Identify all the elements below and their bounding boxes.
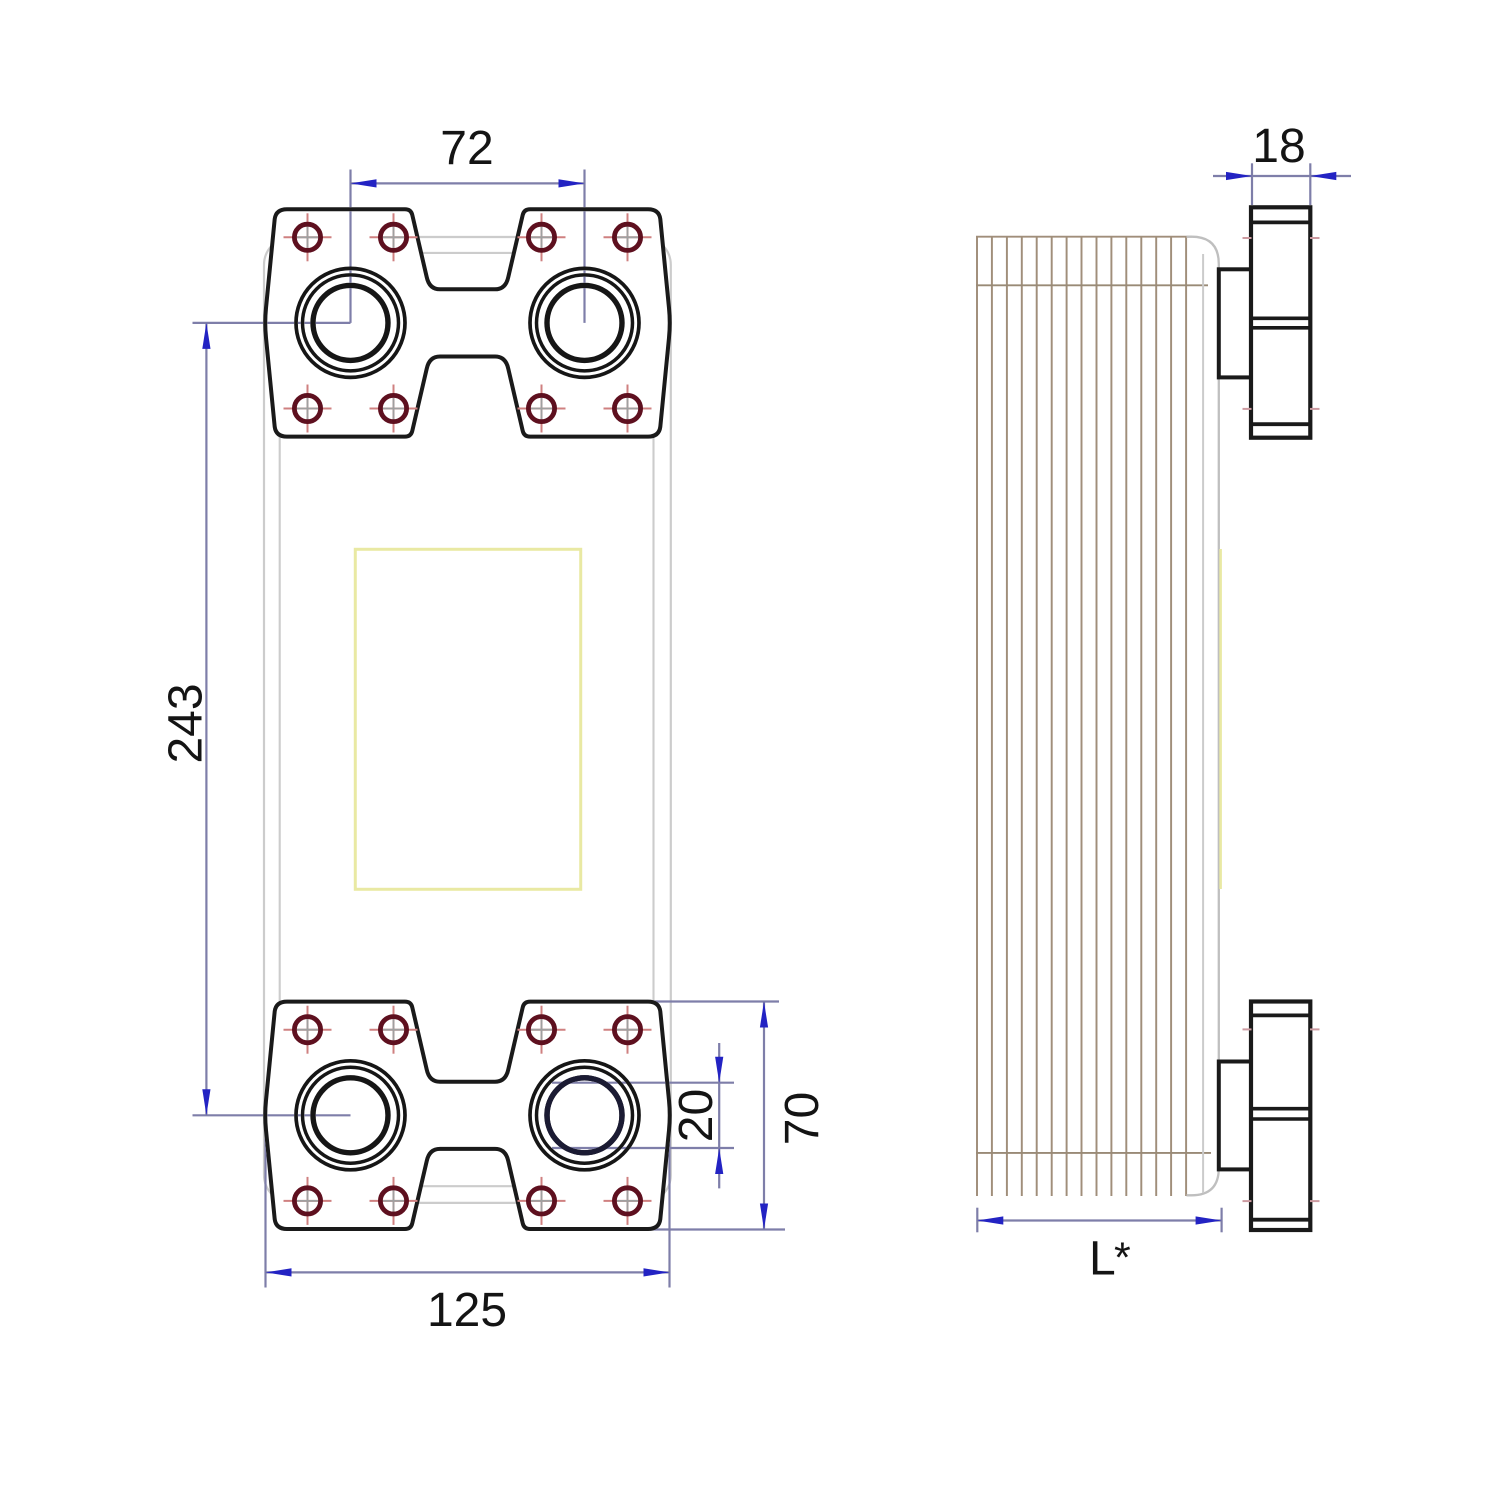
svg-text:243: 243 bbox=[160, 683, 213, 763]
svg-text:125: 125 bbox=[427, 1284, 507, 1337]
svg-text:70: 70 bbox=[776, 1092, 829, 1145]
svg-text:18: 18 bbox=[1252, 120, 1305, 173]
svg-text:*: * bbox=[1114, 1234, 1131, 1282]
svg-text:20: 20 bbox=[670, 1089, 723, 1142]
svg-text:L: L bbox=[1089, 1233, 1116, 1286]
svg-text:72: 72 bbox=[440, 122, 493, 175]
